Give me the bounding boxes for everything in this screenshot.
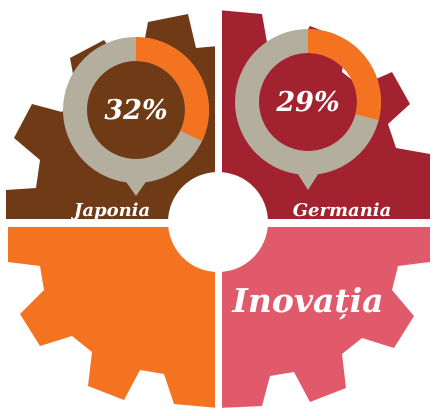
germany-ring-value: [235, 29, 381, 175]
germany-country-label: Germania: [293, 200, 392, 221]
japan-ring-value: [63, 37, 209, 183]
germany-donut-chart: 29%: [235, 29, 381, 190]
japan-donut-chart: 32%: [63, 37, 209, 196]
japan-pointer: [122, 176, 150, 196]
germany-percent-label: 29%: [275, 87, 339, 118]
japan-percent-label: 32%: [104, 95, 167, 126]
innovation-title: Inovația: [231, 281, 383, 320]
japan-country-label: Japonia: [71, 200, 150, 221]
orange-quadrant: [8, 222, 218, 408]
innovation-quadrant: [218, 222, 430, 408]
germany-pointer: [294, 168, 322, 190]
